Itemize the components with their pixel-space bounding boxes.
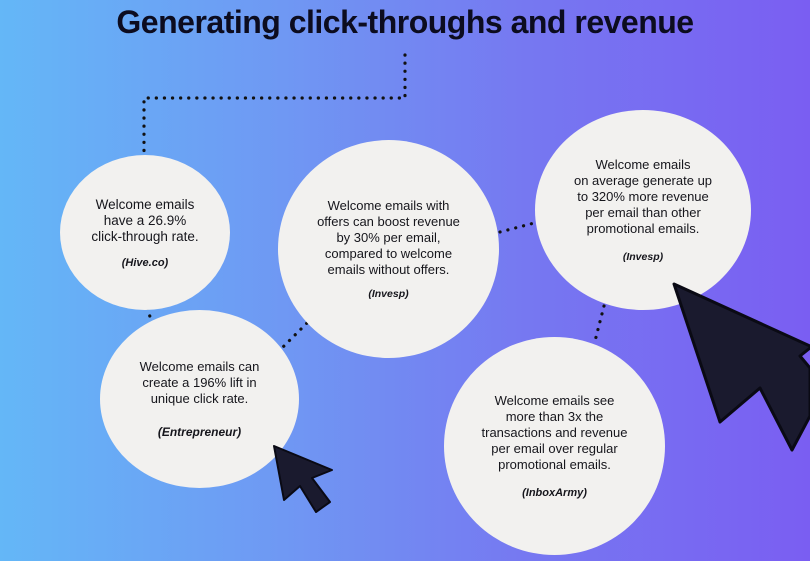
cursor-arrow-icon xyxy=(672,282,810,452)
stat-text: Welcome emails with offers can boost rev… xyxy=(317,198,460,277)
stat-source: (InboxArmy) xyxy=(522,487,587,499)
connector-invesp-offers-to-invesp-revenue xyxy=(498,220,540,234)
connector-invesp-revenue-to-inboxarmy xyxy=(592,304,606,347)
infographic-title: Generating click-throughs and revenue xyxy=(116,4,694,40)
stat-source: (Hive.co) xyxy=(121,256,169,269)
stat-circle-invesp-revenue: Welcome emails on average generate up to… xyxy=(535,110,751,310)
stat-source: (Invesp) xyxy=(368,288,409,300)
stat-source: (Invesp) xyxy=(622,251,664,263)
stat-text: Welcome emails see more than 3x the tran… xyxy=(481,393,628,472)
stat-text: Welcome emails have a 26.9% click-throug… xyxy=(91,196,199,244)
cursor-arrow-icon xyxy=(273,445,333,513)
stat-source: (Entrepreneur) xyxy=(157,425,242,439)
stat-circle-hive: Welcome emails have a 26.9% click-throug… xyxy=(60,155,230,310)
stat-circle-entrepreneur: Welcome emails can create a 196% lift in… xyxy=(100,310,299,488)
stat-text: Welcome emails can create a 196% lift in… xyxy=(139,359,260,406)
stat-circle-inboxarmy: Welcome emails see more than 3x the tran… xyxy=(444,337,665,555)
stat-circle-invesp-offers: Welcome emails with offers can boost rev… xyxy=(278,140,499,358)
stat-text: Welcome emails on average generate up to… xyxy=(573,157,713,236)
connector-entrepreneur-to-invesp-offers xyxy=(276,318,312,354)
